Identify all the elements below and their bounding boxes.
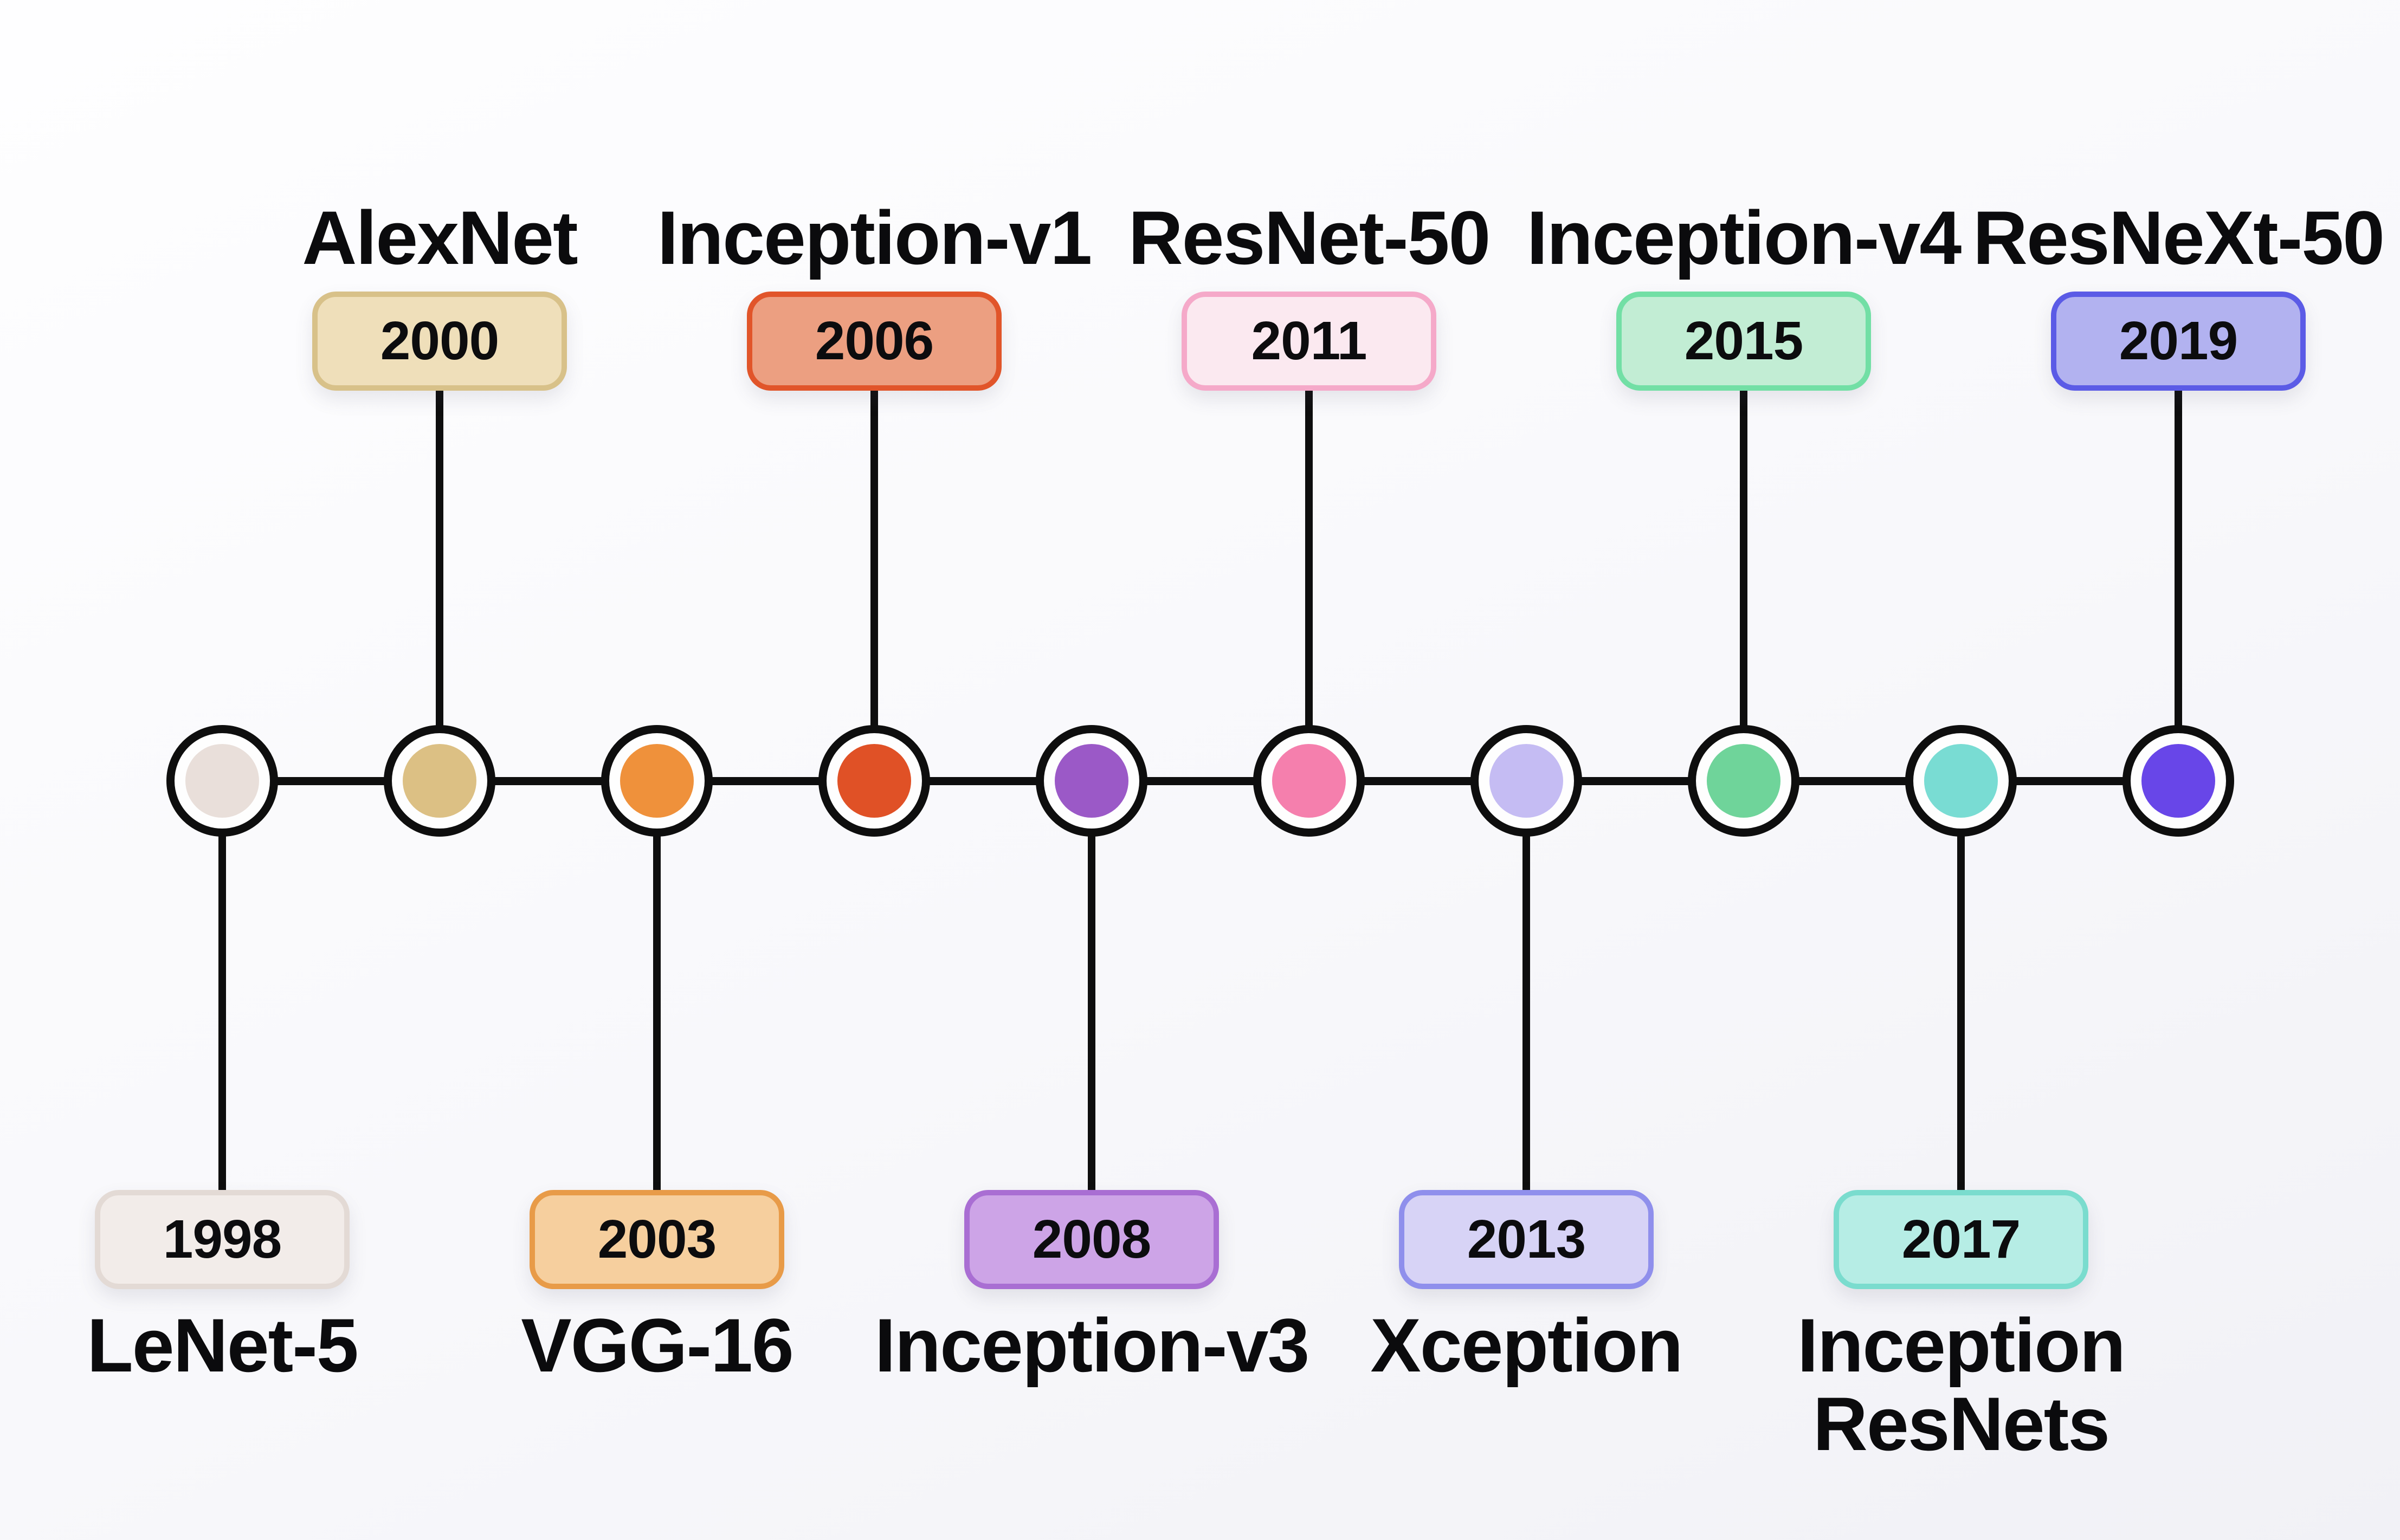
timeline-node-inceptionv4: [1688, 725, 1799, 837]
year-badge-inceptionv3: 2008: [964, 1190, 1219, 1289]
year-text-resnet50: 2011: [1251, 310, 1367, 371]
connector-line-alexnet: [436, 387, 443, 729]
timeline-node-resnext50: [2122, 725, 2234, 837]
connector-line-vgg16: [653, 833, 661, 1191]
year-badge-xception: 2013: [1399, 1190, 1654, 1289]
timeline-node-vgg16: [601, 725, 713, 837]
node-dot-inception-resnets: [1924, 744, 1998, 818]
node-dot-alexnet: [403, 744, 476, 818]
model-label-inceptionv3: Inception-v3: [874, 1303, 1310, 1388]
connector-line-inceptionv4: [1740, 387, 1747, 729]
year-text-inceptionv3: 2008: [1032, 1209, 1151, 1270]
node-dot-inceptionv1: [837, 744, 911, 818]
year-badge-inceptionv1: 2006: [747, 292, 1002, 391]
connector-line-xception: [1522, 833, 1530, 1191]
timeline-node-resnet50: [1253, 725, 1365, 837]
connector-line-lenet5: [218, 833, 226, 1191]
connector-line-resnext50: [2175, 387, 2182, 729]
connector-line-inception-resnets: [1957, 833, 1965, 1191]
node-dot-vgg16: [620, 744, 694, 818]
year-badge-vgg16: 2003: [530, 1190, 784, 1289]
timeline-node-inceptionv1: [818, 725, 930, 837]
model-label-inception-resnets: Inception ResNets: [1797, 1303, 2126, 1466]
node-dot-resnet50: [1272, 744, 1346, 818]
year-text-lenet5: 1998: [163, 1209, 282, 1270]
node-dot-resnext50: [2141, 744, 2215, 818]
year-text-alexnet: 2000: [380, 310, 499, 371]
node-dot-lenet5: [185, 744, 259, 818]
timeline-node-xception: [1470, 725, 1582, 837]
model-label-alexnet: AlexNet: [302, 195, 578, 280]
connector-line-inceptionv3: [1088, 833, 1095, 1191]
year-text-resnext50: 2019: [2119, 310, 2238, 371]
year-badge-inceptionv4: 2015: [1616, 292, 1871, 391]
year-badge-resnet50: 2011: [1182, 292, 1436, 391]
year-text-inceptionv4: 2015: [1684, 310, 1803, 371]
year-text-xception: 2013: [1467, 1209, 1586, 1270]
model-label-inceptionv1: Inception-v1: [657, 195, 1093, 280]
node-dot-xception: [1489, 744, 1563, 818]
timeline-node-inception-resnets: [1905, 725, 2017, 837]
year-badge-resnext50: 2019: [2051, 292, 2306, 391]
node-dot-inceptionv4: [1707, 744, 1780, 818]
timeline-node-lenet5: [166, 725, 278, 837]
year-text-vgg16: 2003: [597, 1209, 717, 1270]
model-label-vgg16: VGG-16: [521, 1303, 794, 1388]
model-label-xception: Xception: [1370, 1303, 1683, 1388]
timeline-axis: [222, 777, 2178, 785]
timeline-node-alexnet: [384, 725, 495, 837]
year-text-inception-resnets: 2017: [1901, 1209, 2021, 1270]
model-label-inceptionv4: Inception-v4: [1526, 195, 1962, 280]
node-dot-inceptionv3: [1055, 744, 1128, 818]
year-badge-alexnet: 2000: [312, 292, 567, 391]
model-label-lenet5: LeNet-5: [87, 1303, 358, 1388]
year-text-inceptionv1: 2006: [815, 310, 934, 371]
model-label-resnet50: ResNet-50: [1128, 195, 1491, 280]
year-badge-inception-resnets: 2017: [1834, 1190, 2088, 1289]
timeline-node-inceptionv3: [1036, 725, 1147, 837]
year-badge-lenet5: 1998: [95, 1190, 350, 1289]
connector-line-resnet50: [1305, 387, 1313, 729]
model-label-resnext50: ResNeXt-50: [1972, 195, 2385, 280]
connector-line-inceptionv1: [870, 387, 878, 729]
